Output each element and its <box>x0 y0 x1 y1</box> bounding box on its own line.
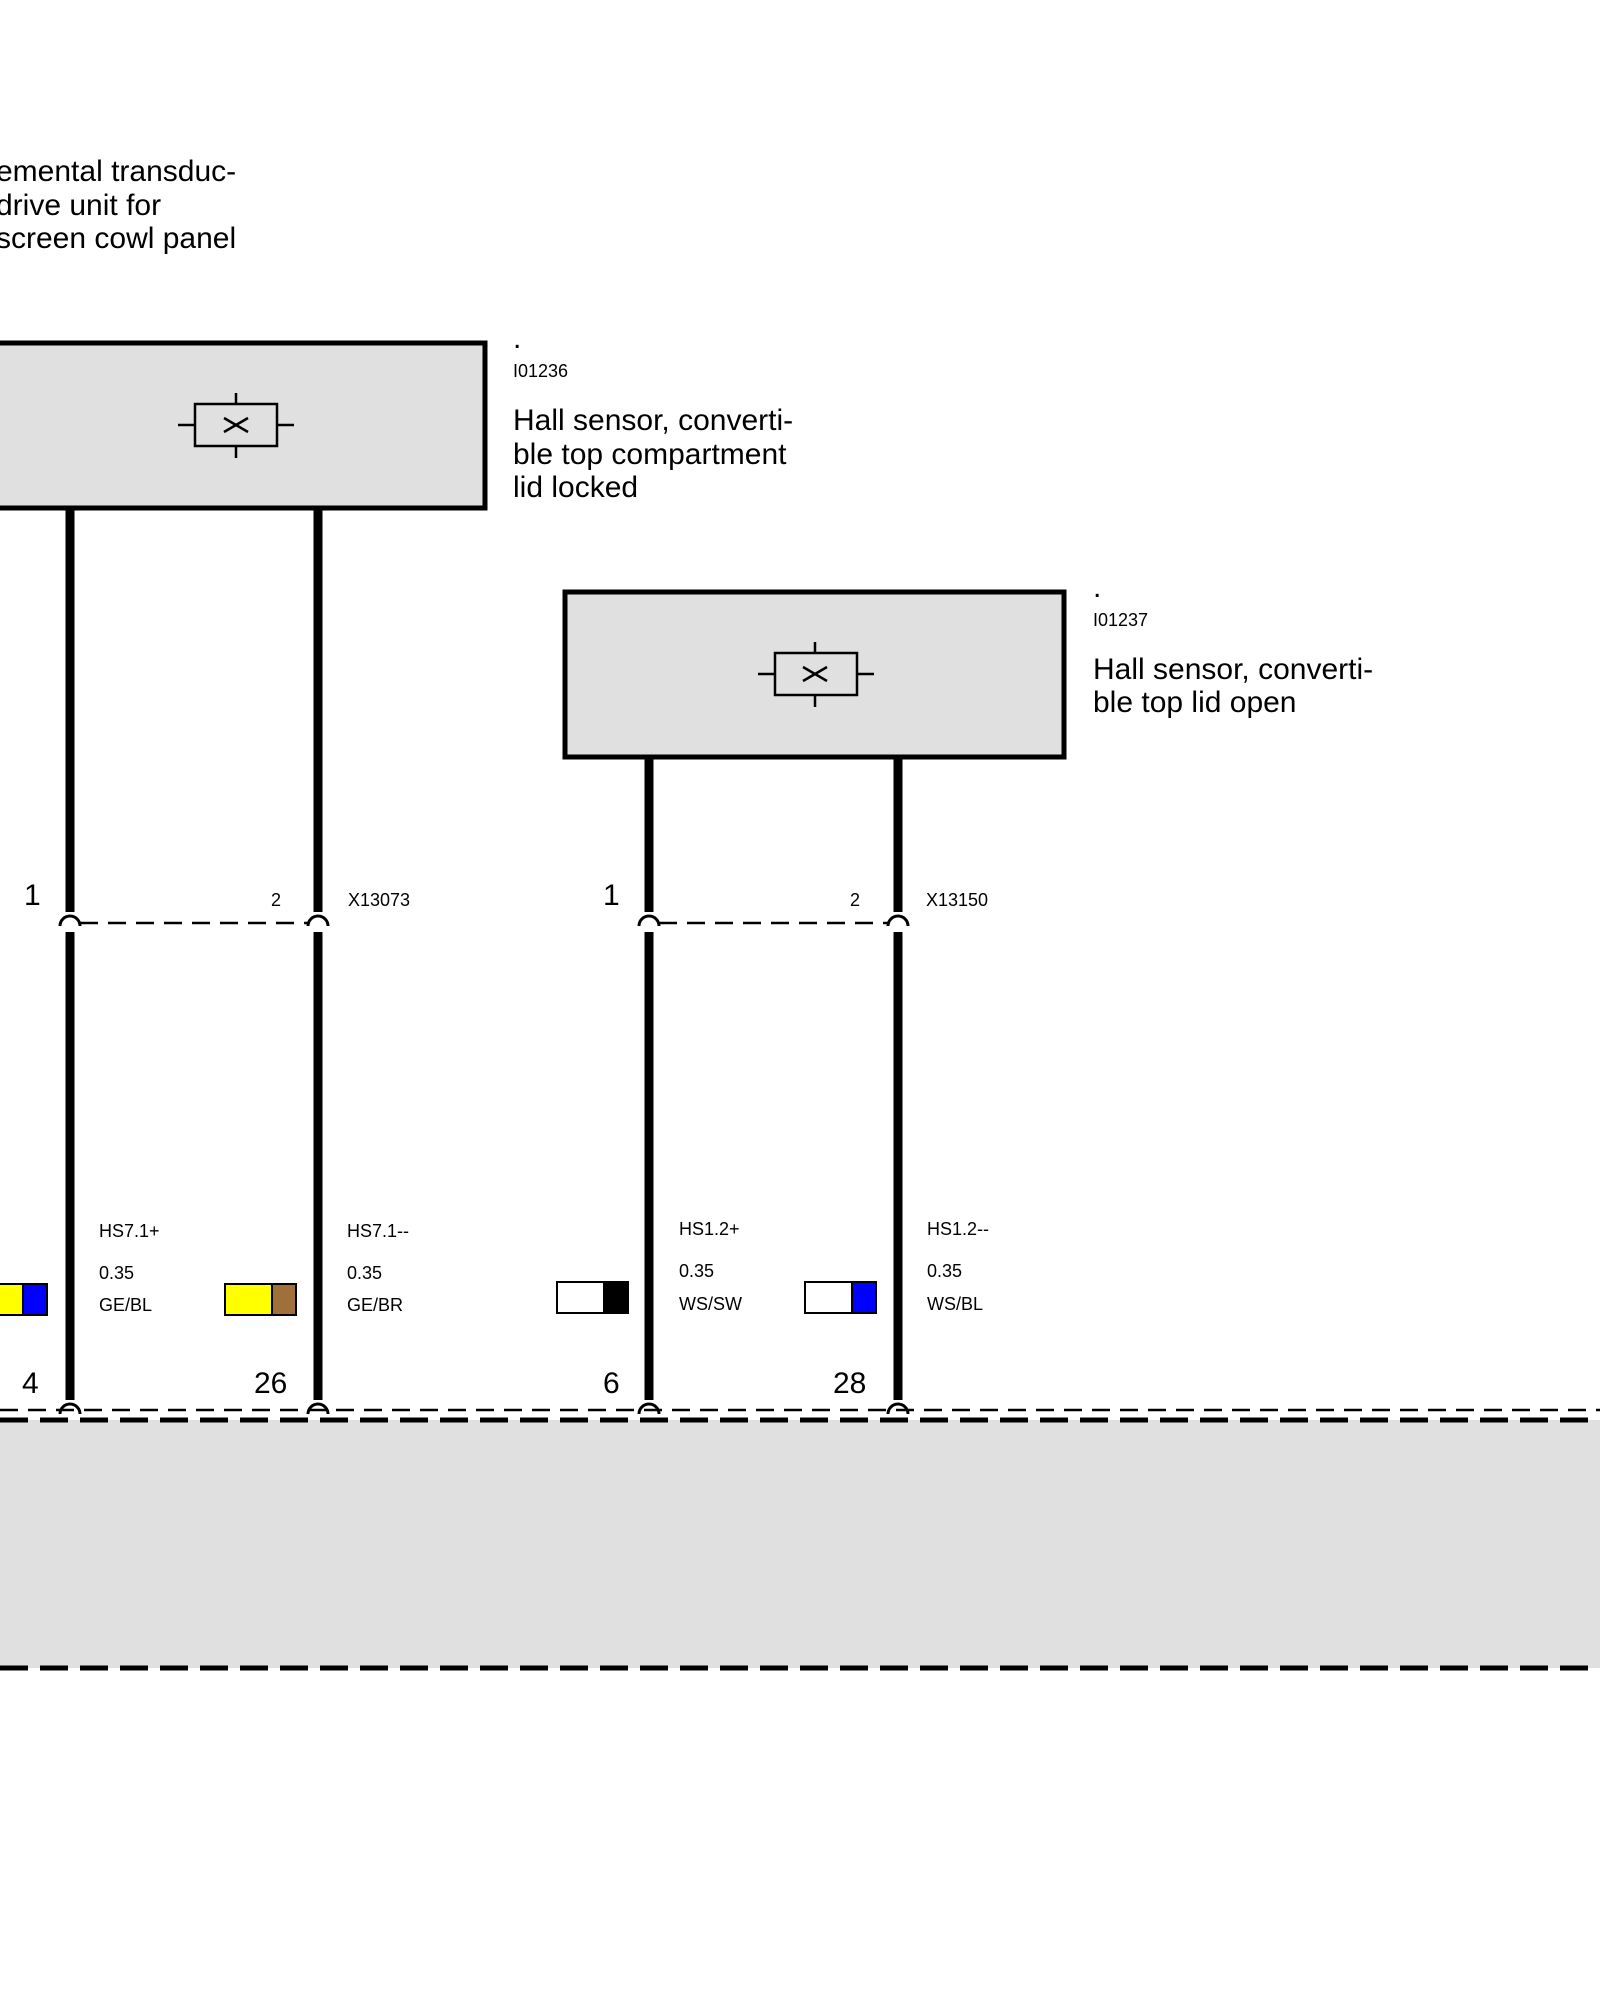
control-unit[interactable]: 4 26 6 28 <box>0 1367 1600 1671</box>
connector-pin-b: 2 <box>850 890 860 910</box>
title-line-3: screen cowl panel <box>0 222 236 255</box>
wire-color-code: WS/BL <box>927 1294 983 1314</box>
wire-color-swatch <box>224 1283 297 1316</box>
component-label-i01236: . I01236 Hall sensor, converti- ble top … <box>513 322 793 504</box>
wire-gauge: 0.35 <box>927 1261 962 1281</box>
wire-label-4: HS1.2-- 0.35 WS/BL <box>804 1219 989 1314</box>
wire-color-swatch <box>556 1281 629 1314</box>
wire-color-code: GE/BL <box>99 1295 152 1315</box>
connector-x13150[interactable]: 1 2 X13150 <box>603 879 988 927</box>
connector-pin-a: 1 <box>24 879 41 912</box>
component-name-line-1: Hall sensor, converti- <box>513 404 793 437</box>
wire-label-2: HS7.1-- 0.35 GE/BR <box>224 1221 409 1316</box>
wire-color-code: GE/BR <box>347 1295 403 1315</box>
connector-pin-b: 2 <box>271 890 281 910</box>
component-label-i01237: . I01237 Hall sensor, converti- ble top … <box>1093 571 1373 719</box>
control-unit-pin: 4 <box>22 1367 39 1400</box>
control-unit-pin-arc <box>306 1402 330 1415</box>
wire-label-1: HS7.1+ 0.35 GE/BL <box>0 1221 160 1316</box>
wire-signal: HS1.2+ <box>679 1219 740 1239</box>
control-unit-pin-arc <box>637 1402 661 1415</box>
component-id: I01237 <box>1093 610 1148 630</box>
connector-pin-arc <box>306 914 330 927</box>
component-dot: . <box>1093 571 1101 604</box>
control-unit-pin-arc <box>886 1402 910 1415</box>
component-name-line-1: Hall sensor, converti- <box>1093 653 1373 686</box>
control-unit-pin: 28 <box>833 1367 866 1400</box>
wire-color-code: WS/SW <box>679 1294 742 1314</box>
component-box <box>0 340 488 511</box>
hall-sensor-icon <box>178 393 294 458</box>
wire-gauge: 0.35 <box>99 1263 134 1283</box>
wires-lower <box>65 932 903 1400</box>
wire-label-3: HS1.2+ 0.35 WS/SW <box>556 1219 742 1314</box>
component-id: I01236 <box>513 361 568 381</box>
connector-pin-arc <box>637 914 661 927</box>
control-unit-pin-arc <box>58 1402 82 1415</box>
control-unit-pin: 26 <box>254 1367 287 1400</box>
connector-id: X13150 <box>926 890 988 910</box>
wire-signal: HS7.1-- <box>347 1221 409 1241</box>
control-unit-body <box>0 1420 1600 1668</box>
wire-signal: HS7.1+ <box>99 1221 160 1241</box>
connector-id: X13073 <box>348 890 410 910</box>
title-block: emental transduc- drive unit for screen … <box>0 155 236 255</box>
component-name-line-3: lid locked <box>513 471 638 504</box>
connector-pin-arc <box>886 914 910 927</box>
connector-x13073[interactable]: 1 2 X13073 <box>24 879 410 927</box>
component-dot: . <box>513 322 521 355</box>
wire-gauge: 0.35 <box>347 1263 382 1283</box>
wires-upper <box>65 506 903 912</box>
hall-sensor-icon <box>758 642 874 707</box>
connector-pin-a: 1 <box>603 879 620 912</box>
wire-signal: HS1.2-- <box>927 1219 989 1239</box>
title-line-2: drive unit for <box>0 189 161 222</box>
connector-pin-arc <box>58 914 82 927</box>
component-i01237[interactable] <box>562 589 1067 760</box>
wire-gauge: 0.35 <box>679 1261 714 1281</box>
wire-color-swatch <box>0 1283 48 1316</box>
control-unit-pin: 6 <box>603 1367 620 1400</box>
title-line-1: emental transduc- <box>0 155 236 188</box>
component-name-line-2: ble top lid open <box>1093 686 1297 719</box>
wire-color-swatch <box>804 1281 877 1314</box>
component-name-line-2: ble top compartment <box>513 438 787 471</box>
component-i01236[interactable] <box>0 340 488 511</box>
